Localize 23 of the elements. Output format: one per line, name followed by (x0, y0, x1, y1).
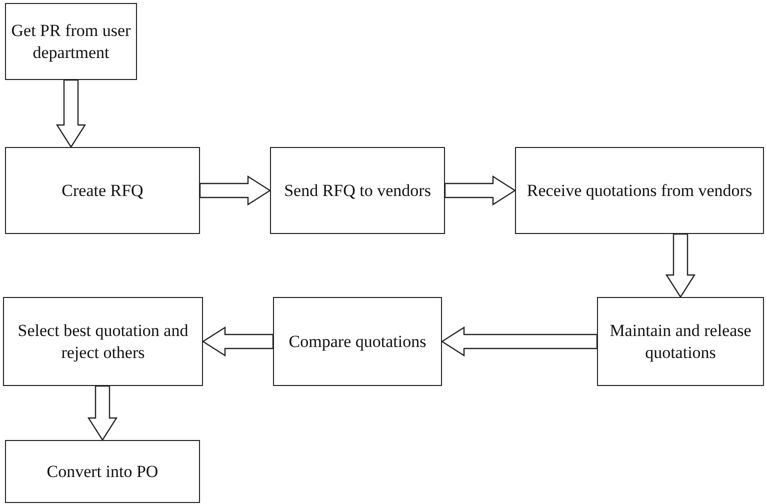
process-box (3, 297, 203, 386)
step-label: Create RFQ (60, 180, 144, 202)
step-label: Maintain and release quotations (608, 320, 752, 364)
process-box (270, 147, 445, 234)
process-box (515, 147, 764, 234)
step-label: Receive quotations from vendors (526, 180, 754, 202)
hollow-arrow (440, 326, 598, 357)
hollow-arrow (444, 175, 516, 206)
process-box (597, 297, 764, 386)
step-label: Get PR from user department (10, 20, 132, 64)
step-label: Compare quotations (288, 330, 428, 352)
hollow-arrow (202, 326, 274, 357)
process-box (5, 440, 200, 503)
step-label: Convert into PO (46, 460, 160, 482)
hollow-arrow (87, 385, 118, 442)
step-label: Select best quotation and reject others (16, 320, 190, 364)
hollow-arrow (665, 233, 696, 298)
hollow-arrow (56, 79, 86, 148)
hollow-arrow (199, 175, 272, 206)
process-box (5, 3, 137, 80)
step-label: Send RFQ to vendors (283, 180, 432, 202)
process-box (5, 147, 200, 234)
process-box (273, 297, 442, 386)
